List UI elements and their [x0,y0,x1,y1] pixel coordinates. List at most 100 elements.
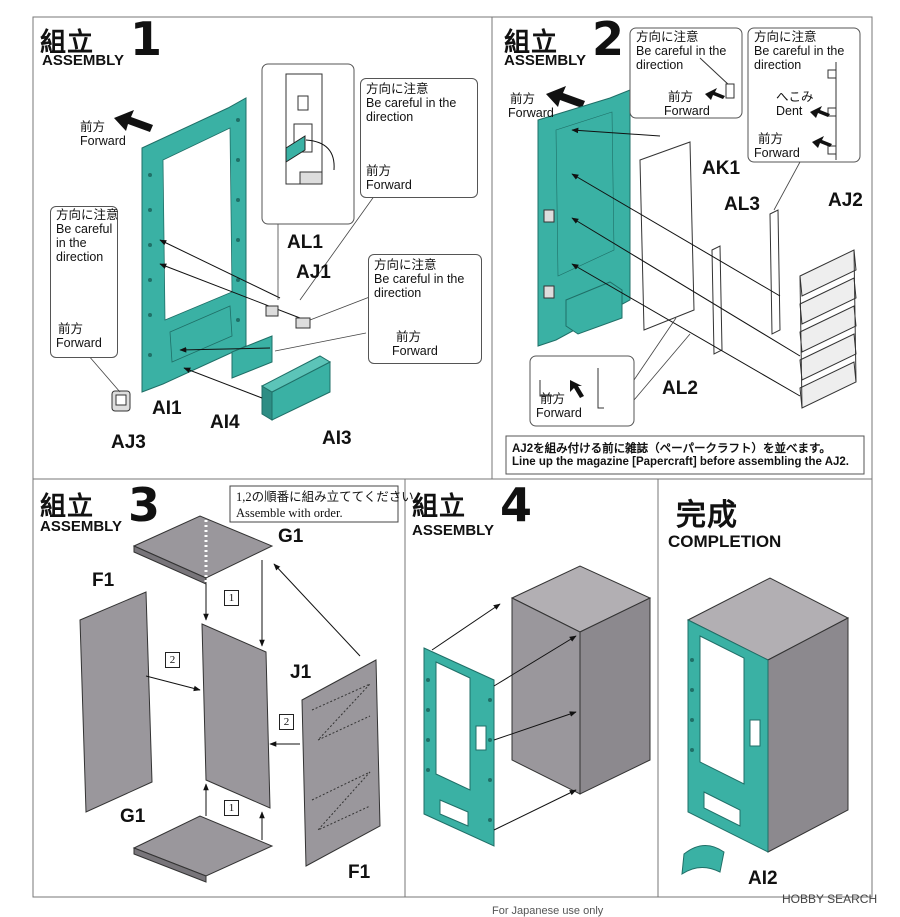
label-ai3: AI3 [322,428,352,449]
step3-title-jp: 組立 [40,492,95,522]
caution-en-line1: Be careful in the [754,44,845,58]
caution-en-b: in the [56,236,87,250]
step3-note-jp: 1,2の順番に組み立ててください。 [236,490,427,504]
part-aj3 [111,390,131,412]
step2-drawing [505,27,865,475]
step2-note-jp: AJ2を組み付ける前に雑誌（ペーパークラフト）を並べます。 [512,443,831,455]
caution-en-line2: direction [636,58,684,72]
label-j1: J1 [290,662,312,683]
order-mark-1-bottom: 1 [224,800,239,816]
caution-jp: 方向に注意 [374,258,437,272]
part-f1-left [79,591,153,813]
caution-en-c: direction [56,250,104,264]
panel-borders [32,16,873,898]
dent-label-en: Dent [776,104,803,118]
label-aj3: AJ3 [111,432,146,453]
label-g1-bottom: G1 [120,806,146,827]
caution-en-line2: direction [754,58,802,72]
step4-drawing [423,565,652,847]
part-aj2 [799,249,857,409]
step3-title-en: ASSEMBLY [40,518,122,535]
step4-title-en: ASSEMBLY [412,522,494,539]
part-al2 [711,245,723,355]
forward-label-jp: 前方 [510,92,536,106]
step1-title-en: ASSEMBLY [42,52,124,69]
caution-jp: 方向に注意 [366,82,429,96]
body-box-front [511,597,581,795]
step1-title-jp: 組立 [40,28,95,58]
forward-label-en: Forward [56,336,102,350]
completion-title-en: COMPLETION [668,532,782,551]
label-ai1: AI1 [152,398,182,419]
detail-callout-2c [529,355,635,427]
step1-drawing [62,63,459,421]
part-ai1-frame [141,97,247,393]
step1-number: 1 [130,12,163,66]
order-mark-1-top: 1 [224,590,239,606]
detail-callout-2b [747,27,861,163]
part-ai3 [260,355,332,421]
step3-drawing [79,485,399,883]
label-f1-left: F1 [92,570,115,591]
part-ak1 [639,141,695,331]
label-aj1: AJ1 [296,262,331,283]
step2-title-jp: 組立 [504,28,559,58]
forward-label-en: Forward [392,344,438,358]
step2-note-box [505,435,865,475]
part-ai2 [681,845,725,876]
step3-note-box [229,485,399,523]
forward-label-jp: 前方 [366,164,392,178]
label-f1-right: F1 [348,862,371,883]
forward-label-en: Forward [80,134,126,148]
completion-drawing [681,577,850,876]
step3-note-en: Assemble with order. [236,506,343,520]
label-aj2: AJ2 [828,190,863,211]
caution-jp: 方向に注意 [56,208,119,222]
forward-label-jp: 前方 [58,322,84,336]
forward-label-jp: 前方 [80,120,106,134]
label-ai4: AI4 [210,412,240,433]
forward-label-jp: 前方 [396,330,422,344]
step4-number: 4 [500,478,533,532]
caution-en-line1: Be careful in the [636,44,727,58]
dent-label-jp: へこみ [776,90,814,104]
forward-label-jp: 前方 [758,132,784,146]
body-box-side [579,597,651,795]
caution-en-line1: Be careful in the [366,96,457,110]
part-al3 [769,209,781,335]
step2-number: 2 [592,12,625,66]
caution-jp: 方向に注意 [754,30,817,44]
step2-title-en: ASSEMBLY [504,52,586,69]
caution-en-line2: direction [366,110,414,124]
part-ai4 [231,335,273,379]
forward-label-jp: 前方 [540,392,566,406]
label-al3: AL3 [724,194,760,215]
forward-label-en: Forward [664,104,710,118]
footer-note: For Japanese use only [492,905,604,917]
forward-label-en: Forward [536,406,582,420]
forward-label-en: Forward [366,178,412,192]
order-mark-2-right: 2 [279,714,294,730]
detail-callout-1a [261,63,355,225]
forward-label-jp: 前方 [668,90,694,104]
label-ak1: AK1 [702,158,741,179]
callout-caution-aj3 [50,206,118,358]
part-g1-bottom [132,815,274,877]
caution-en-line1: Be careful in the [374,272,465,286]
caution-jp: 方向に注意 [636,30,699,44]
label-al2: AL2 [662,378,698,399]
completion-title-jp: 完成 [676,498,738,533]
label-ai2: AI2 [748,868,778,889]
forward-label-en: Forward [754,146,800,160]
caution-en-a: Be careful [56,222,113,236]
step3-number: 3 [128,478,161,532]
caution-en-line2: direction [374,286,422,300]
watermark: HOBBY SEARCH [782,892,878,906]
callout-caution-aj1 [360,78,478,198]
forward-arrow-2 [546,86,585,108]
callout-caution-al1 [368,254,482,364]
step4-title-jp: 組立 [412,492,467,522]
part-j1 [201,623,271,809]
label-al1: AL1 [287,232,323,253]
step2-note-en: Line up the magazine [Papercraft] before… [512,456,849,468]
